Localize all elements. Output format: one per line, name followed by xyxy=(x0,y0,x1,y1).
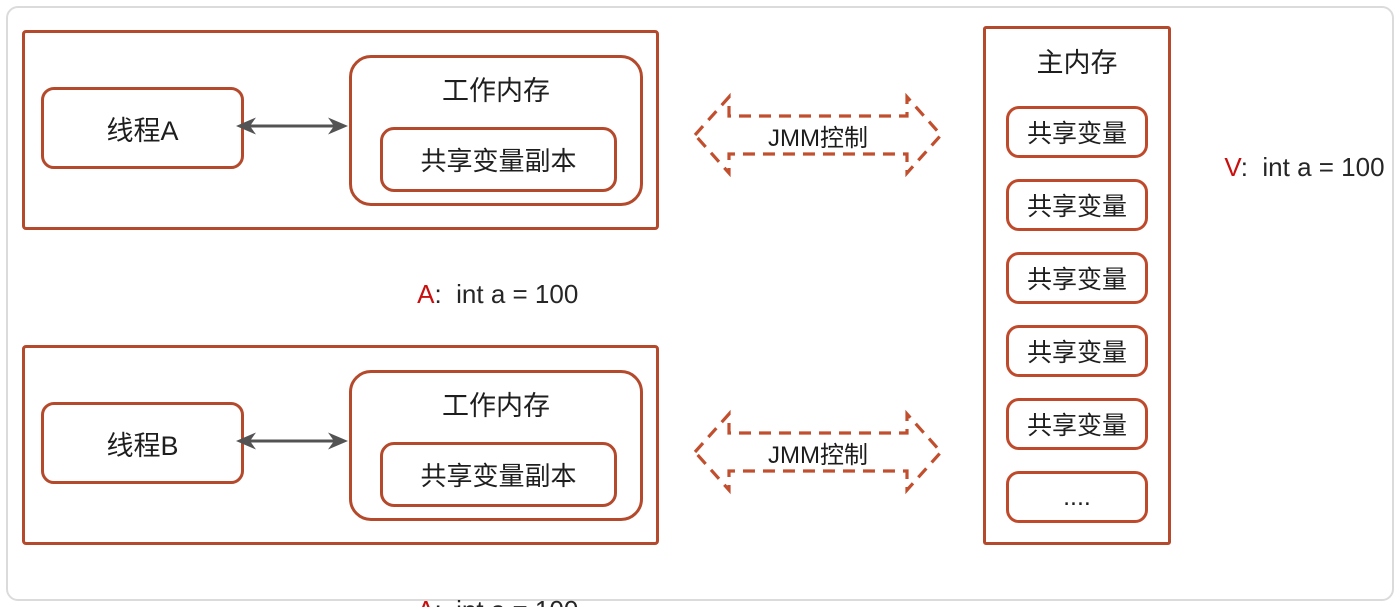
jmm-control-label: JMM控制 xyxy=(768,441,868,469)
working-memory-title: 工作内存 xyxy=(442,76,550,106)
shared-variable-slot: 共享变量 xyxy=(1006,179,1148,231)
shared-variable-copy-label: 共享变量副本 xyxy=(420,146,577,176)
shared-variable-slot: 共享变量 xyxy=(1006,398,1148,450)
ellipsis-slot: .... xyxy=(1006,471,1148,523)
thread-b-container: 线程B 工作内存 共享变量副本 xyxy=(22,345,659,545)
shared-variable-slot: 共享变量 xyxy=(1006,252,1148,304)
thread-b-label: 线程B xyxy=(106,430,179,461)
shared-variable-label: 共享变量 xyxy=(1026,120,1127,148)
shared-variable-copy-label: 共享变量副本 xyxy=(420,461,577,491)
thread-a-container: 线程A 工作内存 共享变量副本 xyxy=(22,30,659,230)
shared-variable-slot: 共享变量 xyxy=(1006,325,1148,377)
thread-a-note-text: : int a = 100 xyxy=(434,279,579,309)
thread-b-note-letter: A xyxy=(417,595,434,607)
main-memory-note-text: : int a = 100 xyxy=(1240,152,1385,182)
working-memory-title: 工作内存 xyxy=(442,391,550,421)
thread-b-working-memory-box: 工作内存 共享变量副本 xyxy=(349,370,643,521)
jmm-control-arrow-bottom: JMM控制 xyxy=(693,407,943,497)
thread-b-box: 线程B xyxy=(41,402,244,484)
thread-b-note-text: : int a = 100 xyxy=(434,595,578,607)
thread-a-note: A: int a = 100 xyxy=(344,246,624,342)
thread-a-label: 线程A xyxy=(106,115,179,146)
ellipsis-label: .... xyxy=(1063,482,1091,511)
shared-variable-label: 共享变量 xyxy=(1026,193,1127,221)
main-memory-box: 主内存 共享变量 共享变量 共享变量 共享变量 共享变量 .... xyxy=(983,26,1171,545)
thread-a-working-memory-box: 工作内存 共享变量副本 xyxy=(349,55,643,206)
shared-variable-label: 共享变量 xyxy=(1026,339,1127,367)
main-memory-note-letter: V xyxy=(1224,152,1241,182)
thread-b-note: A: int a = 100 xyxy=(344,562,624,607)
shared-variable-slot: 共享变量 xyxy=(1006,106,1148,158)
shared-variable-copy-box: 共享变量副本 xyxy=(380,442,617,507)
dashed-double-arrow-icon xyxy=(693,409,943,495)
shared-variable-copy-box: 共享变量副本 xyxy=(380,127,617,192)
thread-a-note-letter: A xyxy=(417,279,435,309)
main-memory-title: 主内存 xyxy=(1036,48,1118,78)
main-memory-slot-list: 共享变量 共享变量 共享变量 共享变量 共享变量 .... xyxy=(986,106,1168,523)
shared-variable-label: 共享变量 xyxy=(1026,266,1127,294)
bidirectional-arrow-icon xyxy=(236,117,348,135)
dashed-double-arrow-icon xyxy=(693,92,943,178)
jmm-control-arrow-top: JMM控制 xyxy=(693,90,943,180)
main-memory-note: V: int a = 100 xyxy=(1190,122,1390,212)
thread-a-box: 线程A xyxy=(41,87,244,169)
bidirectional-arrow-icon xyxy=(236,432,348,450)
shared-variable-label: 共享变量 xyxy=(1026,412,1127,440)
jmm-control-label: JMM控制 xyxy=(768,124,868,152)
